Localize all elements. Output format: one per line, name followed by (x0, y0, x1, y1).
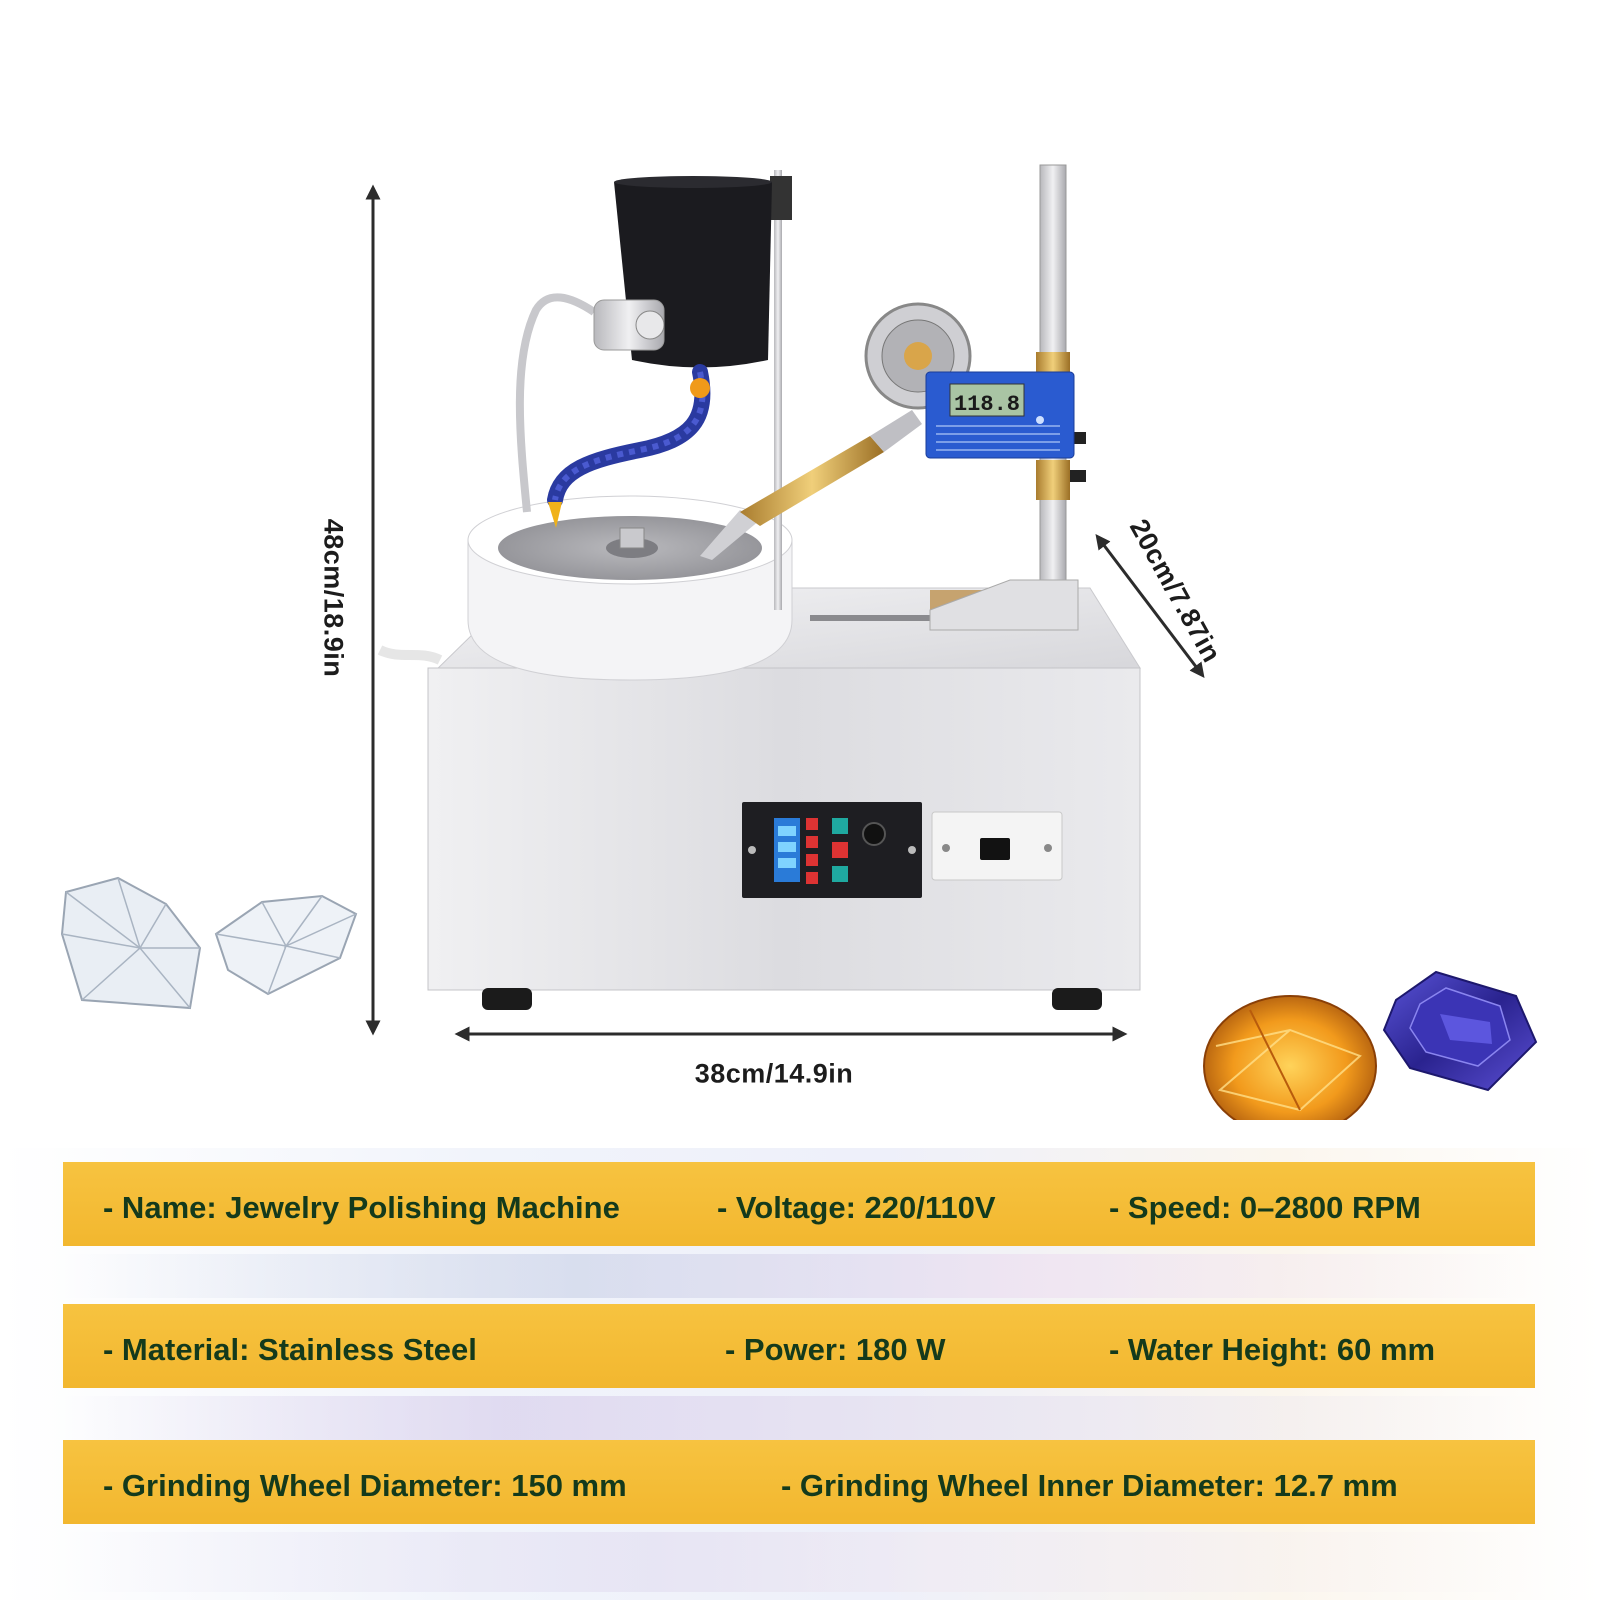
decorative-gem-band (63, 1532, 1535, 1592)
height-dimension-label: 48cm/18.9in (318, 518, 349, 678)
spec-voltage: - Voltage: 220/110V (717, 1190, 996, 1225)
power-switch-plate (931, 811, 1063, 881)
depth-arrow (1095, 534, 1205, 678)
orange-oval-gem-icon (1203, 995, 1377, 1120)
decorative-gem-band (63, 1254, 1535, 1298)
digital-angle-gauge: 118.8 (925, 371, 1075, 459)
width-dimension-label: 38cm/14.9in (694, 1058, 854, 1089)
spec-wheel-diameter: - Grinding Wheel Diameter: 150 mm (103, 1468, 627, 1503)
product-illustration: 118.8 (60, 164, 1538, 1120)
spec-row-1: - Name: Jewelry Polishing Machine - Volt… (63, 1162, 1535, 1246)
spec-row-3: - Grinding Wheel Diameter: 150 mm - Grin… (63, 1440, 1535, 1524)
spec-row-2: - Material: Stainless Steel - Power: 180… (63, 1304, 1535, 1388)
gauge-reading: 118.8 (954, 392, 1020, 417)
faceting-handpiece (700, 410, 922, 560)
clear-diamond-icon (60, 876, 202, 1010)
work-lamp (515, 293, 665, 513)
spec-speed: - Speed: 0–2800 RPM (1109, 1190, 1421, 1225)
spec-water-height: - Water Height: 60 mm (1109, 1332, 1436, 1367)
coolant-hose (547, 364, 711, 528)
spec-wheel-inner-diameter: - Grinding Wheel Inner Diameter: 12.7 mm (781, 1468, 1398, 1503)
decorative-gem-band (63, 1396, 1535, 1440)
water-pan (467, 495, 793, 681)
clear-diamond-icon (214, 894, 358, 996)
purple-emerald-cut-gem-icon (1382, 970, 1538, 1092)
spec-material: - Material: Stainless Steel (103, 1332, 477, 1367)
spec-power: - Power: 180 W (725, 1332, 946, 1367)
control-panel (742, 802, 922, 898)
spec-name: - Name: Jewelry Polishing Machine (103, 1190, 620, 1225)
